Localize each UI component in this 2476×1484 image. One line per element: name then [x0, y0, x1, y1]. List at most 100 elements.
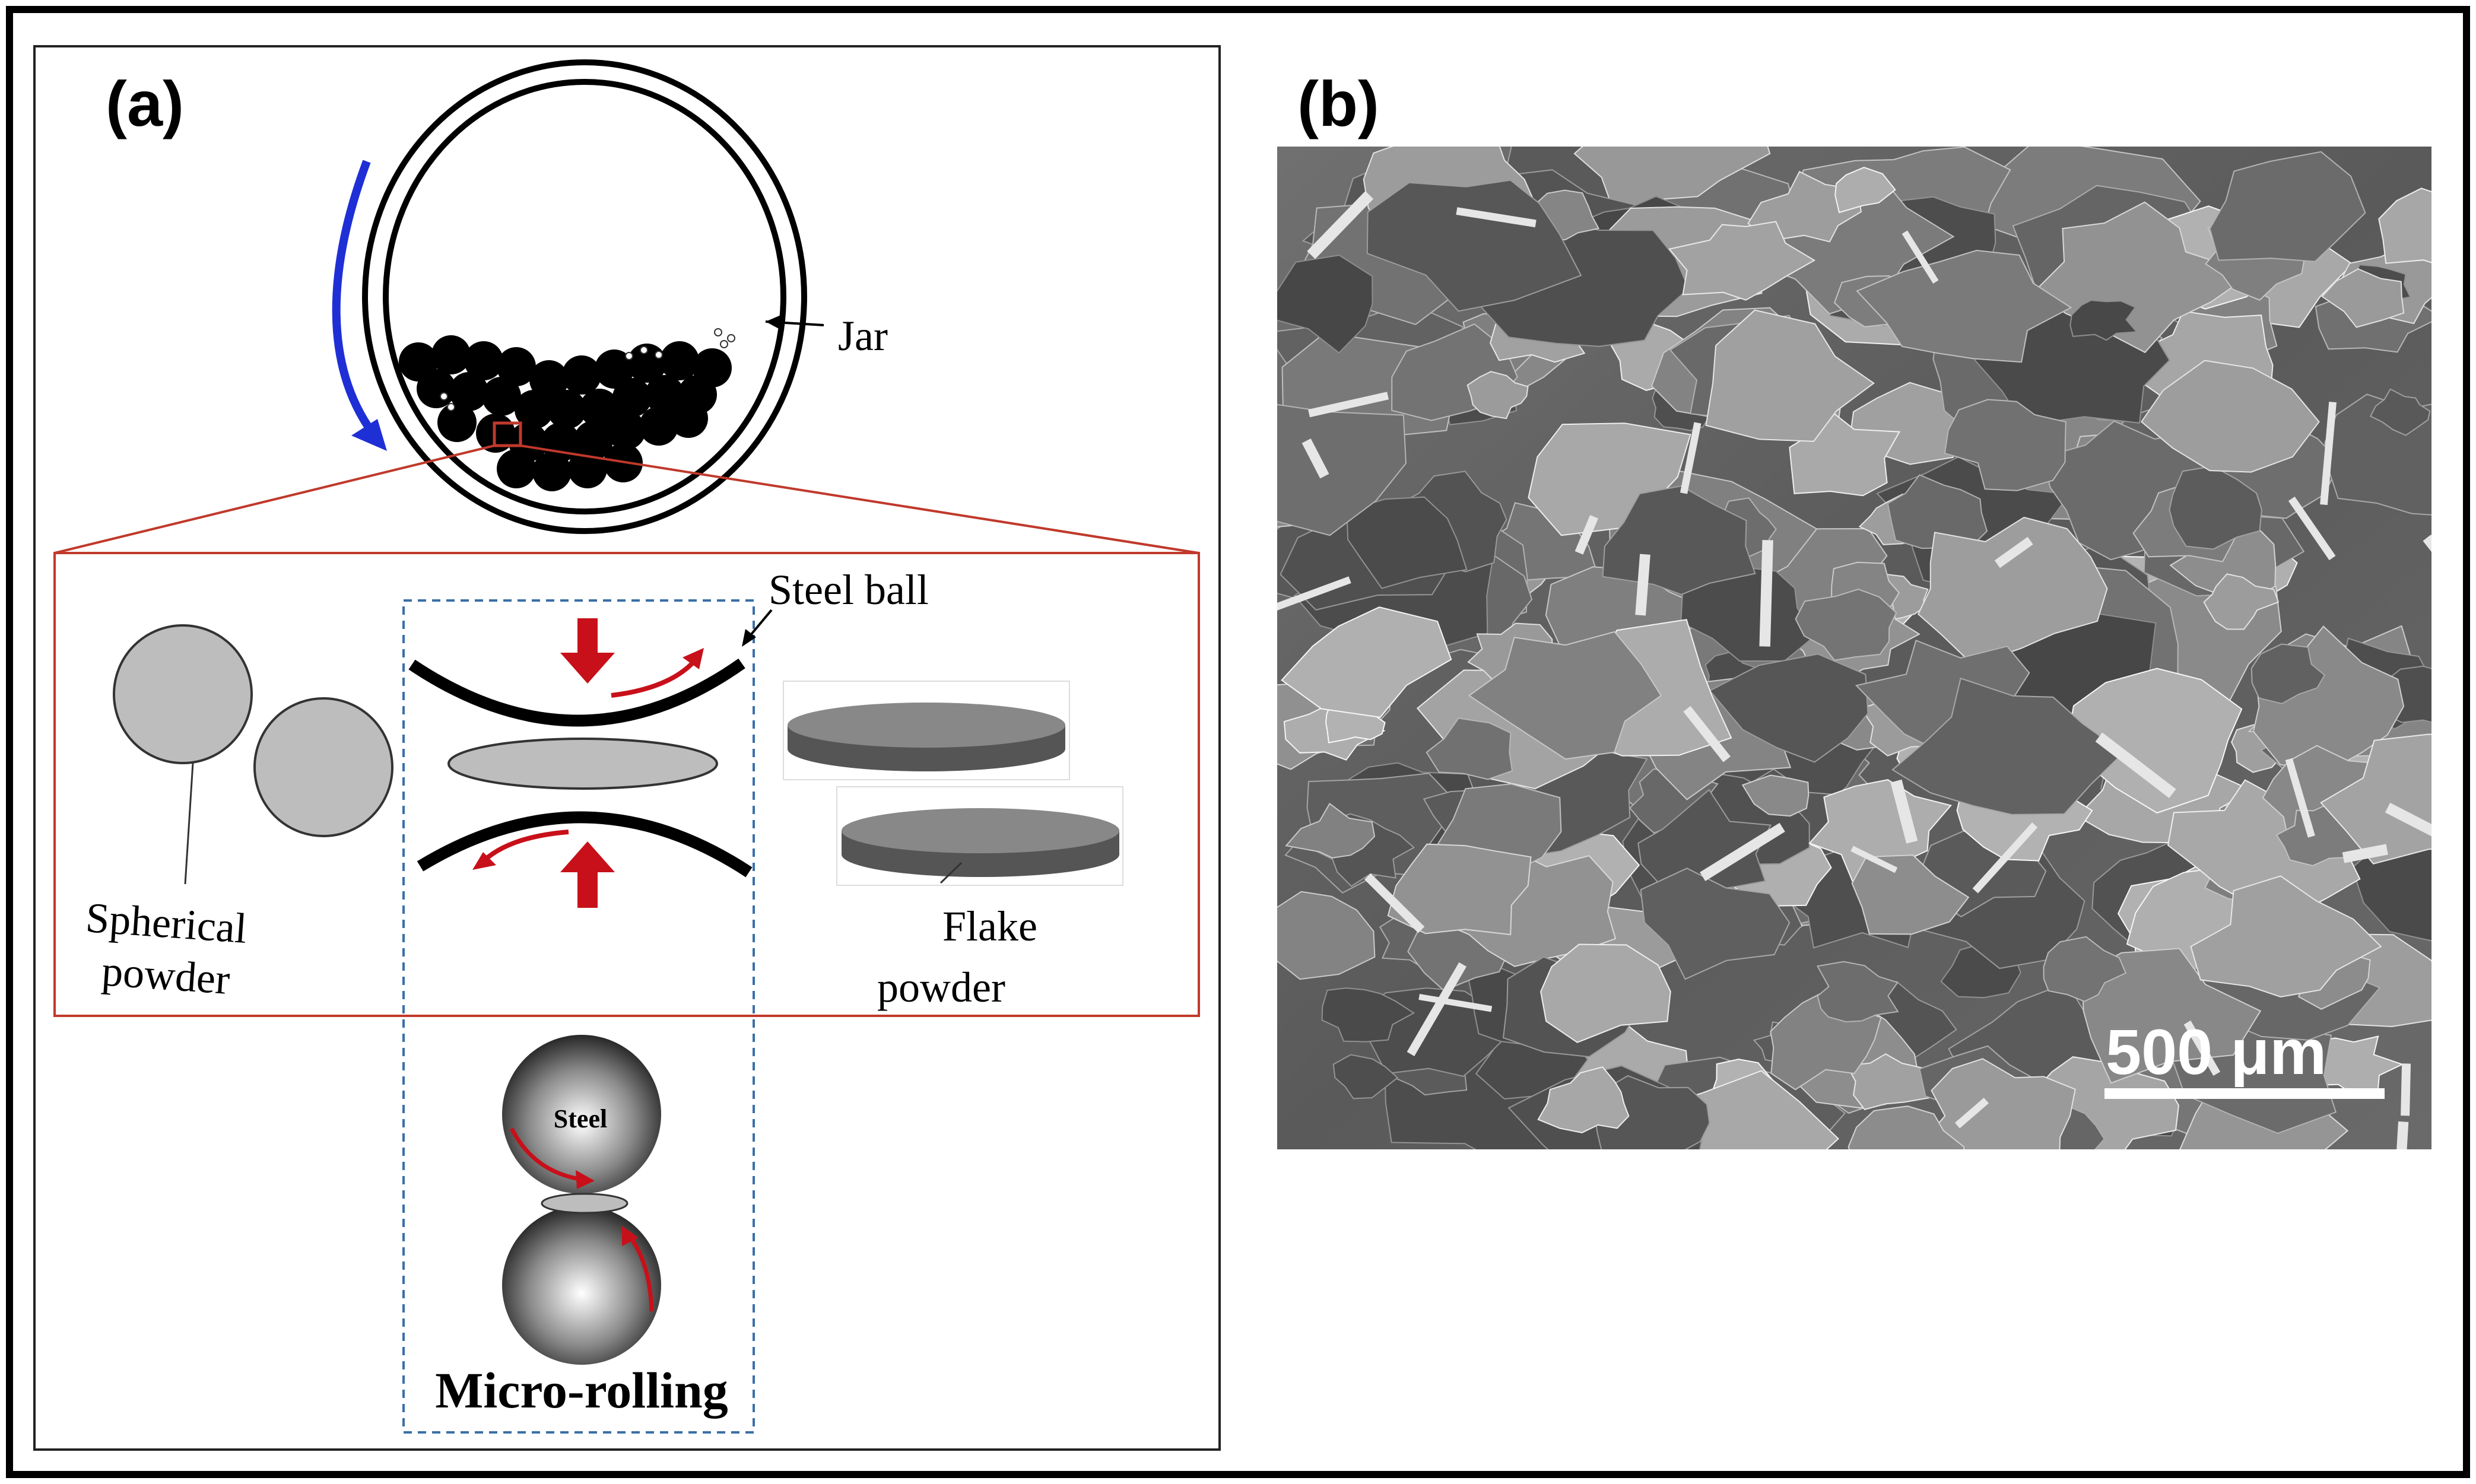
milling-ball: [612, 378, 652, 417]
sem-edge-flake: [2395, 1121, 2409, 1149]
milling-ball: [639, 406, 678, 446]
zoom-line-right: [520, 444, 1199, 554]
sem-flake: [1466, 371, 1529, 420]
scale-bar: [2104, 1088, 2385, 1099]
sem-edge-flake: [1683, 706, 1731, 762]
sem-edge-flake: [1850, 846, 1898, 873]
lower-steel-ball: [502, 1206, 661, 1365]
steel-label: Steel: [554, 1104, 607, 1133]
sem-edge-flake: [1456, 207, 1537, 228]
micro-rolling-particle: [541, 1193, 628, 1214]
milling-ball: [562, 355, 601, 395]
sem-flake: [1944, 399, 2066, 491]
sem-edge-flake: [1954, 1097, 1989, 1129]
sem-edge-flake: [1308, 392, 1389, 418]
sem-flake: [1680, 566, 1817, 662]
upper-steel-ball-arc: [408, 658, 745, 727]
sem-flake: [1640, 867, 1791, 980]
sem-flake: [1846, 1053, 1930, 1111]
powder-dot: [640, 346, 648, 354]
sem-flake: [1540, 943, 1671, 1043]
compressed-particle: [447, 738, 718, 790]
sem-edge-flake: [2183, 1020, 2221, 1076]
sem-flake: [2140, 360, 2320, 473]
powder-dot: [447, 403, 455, 411]
micro-rolling-label: Micro-rolling: [435, 1362, 728, 1419]
milling-ball: [449, 372, 488, 411]
milling-ball: [529, 360, 569, 399]
micro-rolling-arrow-upper: [509, 1127, 595, 1189]
milling-ball: [431, 335, 471, 374]
sem-flake: [1856, 249, 2072, 363]
sem-edge-flake: [1277, 576, 1351, 618]
sem-flake: [1923, 1058, 2076, 1149]
sem-flake: [1366, 179, 1582, 312]
sem-flake: [1468, 631, 1662, 760]
zoom-line-left: [54, 444, 495, 554]
milling-ball: [645, 375, 684, 414]
sem-edge-flake: [2320, 402, 2337, 506]
flake-disc-upper: [783, 681, 1070, 780]
milling-ball: [532, 452, 572, 491]
scale-bar-label: 500 μm: [2106, 1016, 2326, 1088]
upper-rotation-arrow: [611, 648, 704, 698]
sem-flake: [1705, 309, 1875, 442]
sem-flake: [2043, 936, 2127, 1002]
sem-flake: [1537, 1066, 1630, 1133]
sem-flake: [2252, 625, 2405, 775]
sem-flake: [2378, 188, 2431, 264]
milling-ball: [437, 403, 477, 442]
flake-powder-label-2: powder: [877, 964, 1005, 1011]
down-force-arrow: [560, 618, 615, 684]
sem-flake: [1709, 653, 1869, 763]
sem-flake: [2190, 875, 2382, 998]
flake-disc-lower: [836, 786, 1123, 886]
sem-edge-flake: [1418, 994, 1493, 1012]
sem-micrograph: [1277, 147, 2431, 1149]
sem-flake: [1573, 147, 1771, 214]
steel-ball-label: Steel ball: [769, 566, 929, 614]
upper-steel-ball: [502, 1035, 661, 1194]
milling-ball: [607, 411, 646, 450]
sem-edge-flake: [2342, 844, 2388, 863]
up-force-arrow: [560, 841, 615, 908]
sem-flake: [1346, 496, 1468, 589]
sem-flake: [2209, 151, 2366, 262]
sem-edge-flake: [1902, 230, 1939, 284]
lower-steel-ball-arc: [417, 811, 753, 878]
milling-ball: [497, 449, 536, 488]
sem-edge-flake: [2288, 496, 2336, 561]
sem-flake: [2321, 268, 2405, 328]
rotation-arrow: [332, 160, 387, 451]
sem-flake: [1848, 1105, 1965, 1149]
sem-flake: [1277, 403, 1407, 536]
powder-dot: [727, 334, 735, 342]
sem-edge-flake: [1307, 190, 1374, 259]
sem-flake: [1668, 221, 1816, 301]
steel-ball-pointer-head: [742, 629, 756, 647]
sem-flake: [2250, 643, 2326, 704]
micro-rolling-arrow-lower: [622, 1226, 654, 1312]
sem-flake: [2069, 299, 2138, 341]
spherical-powder: [113, 624, 393, 885]
sem-edge-flake: [1407, 962, 1467, 1057]
flake-powder-label-1: Flake: [942, 903, 1037, 950]
sem-flake: [2081, 948, 2262, 1084]
powder-dot: [655, 351, 663, 359]
sem-flake: [1917, 516, 2108, 666]
sem-edge-flake: [2385, 802, 2431, 845]
sem-flake: [1834, 167, 1896, 214]
sem-flake: [1321, 987, 1415, 1043]
sem-edge-flake: [1364, 873, 1425, 933]
sem-flake: [2369, 388, 2431, 436]
milling-ball: [580, 389, 619, 428]
sem-edge-flake: [1890, 779, 1918, 844]
sem-edge-flake: [1700, 822, 1785, 881]
spherical-powder-label-1: Spherical: [84, 894, 249, 952]
micro-rolling-dashed-box: [402, 599, 755, 1434]
panel-b: (b) 500 μm: [1277, 68, 2431, 1149]
sem-flake: [2203, 573, 2280, 630]
powder-dot: [440, 392, 448, 401]
sem-flake: [1387, 843, 1532, 936]
